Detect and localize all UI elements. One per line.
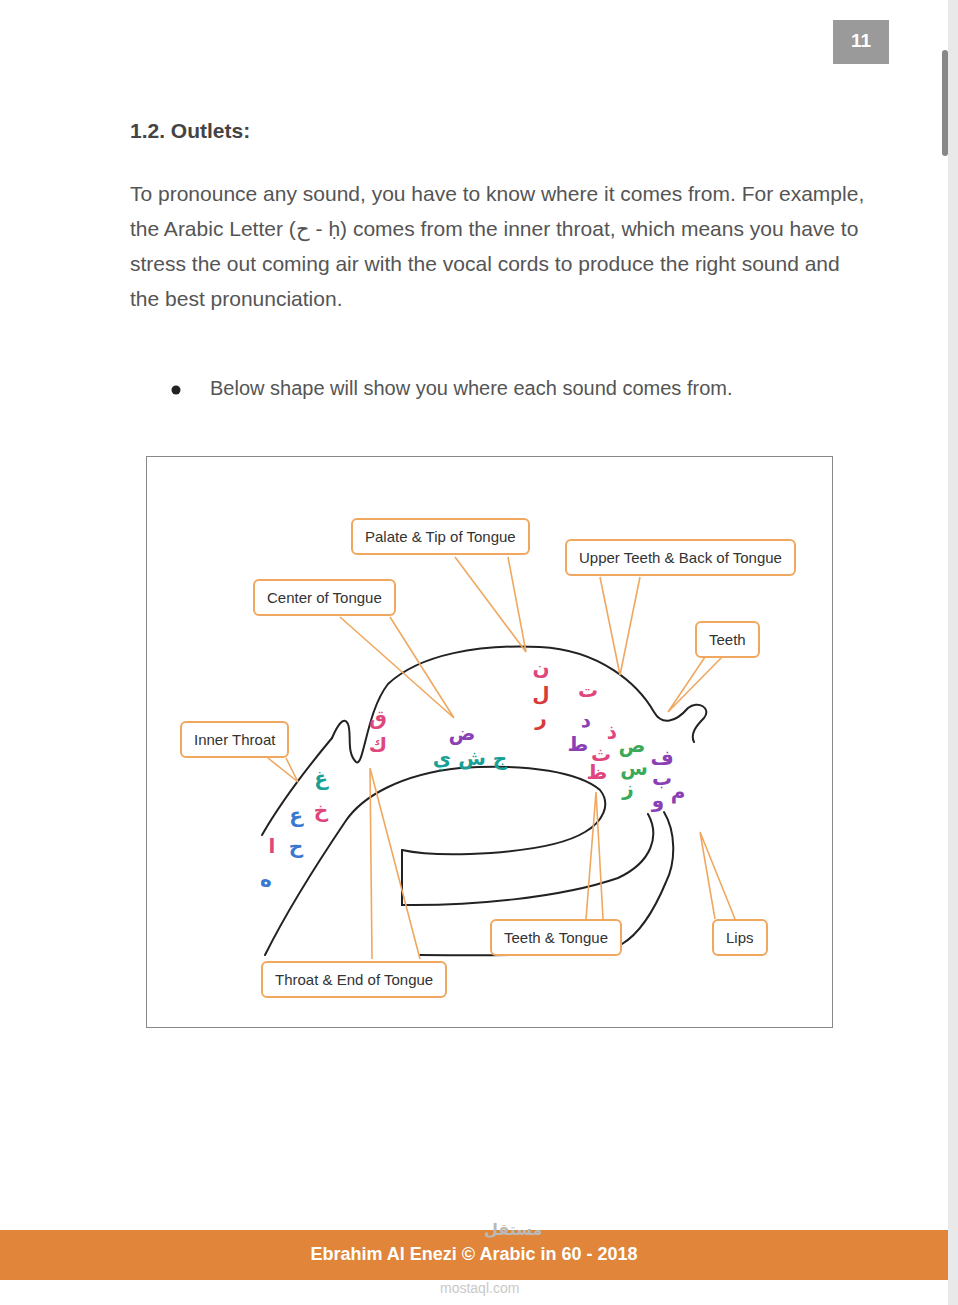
arabic-letter: ظ xyxy=(587,762,608,782)
footer-band: Ebrahim Al Enezi © Arabic in 60 - 2018 xyxy=(0,1230,948,1280)
callout-text: Teeth xyxy=(709,631,746,648)
arabic-letter: ق xyxy=(369,708,387,728)
callout-box: Throat & End of Tongue xyxy=(261,961,447,998)
arabic-letter: ع xyxy=(289,805,303,825)
callout-text: Lips xyxy=(726,929,754,946)
callout-text: Center of Tongue xyxy=(267,589,382,606)
callout-box: Palate & Tip of Tongue xyxy=(351,518,530,555)
arabic-letter: ل xyxy=(532,684,549,704)
arabic-letter: س xyxy=(620,758,648,778)
callout-text: Inner Throat xyxy=(194,731,275,748)
arabic-letter: ث xyxy=(591,744,611,764)
arabic-letter: غ xyxy=(314,768,328,788)
callout-text: Teeth & Tongue xyxy=(504,929,608,946)
arabic-letter: خ xyxy=(314,800,328,820)
callout-box: Teeth & Tongue xyxy=(490,919,622,956)
arabic-letter: ج ش ي xyxy=(433,748,507,768)
leader-lines xyxy=(268,557,735,959)
arabic-letter: ز xyxy=(622,778,634,798)
arabic-letter: م xyxy=(671,782,686,802)
page-number: 11 xyxy=(851,30,871,51)
callout-box: Upper Teeth & Back of Tongue xyxy=(565,539,796,576)
bullet-dot xyxy=(172,386,181,395)
watermark: mostaql.com xyxy=(440,1280,519,1296)
diagram-frame xyxy=(147,457,833,1028)
callout-box: Inner Throat xyxy=(180,721,289,758)
watermark: مستقل xyxy=(484,1220,543,1239)
arabic-letter: ه xyxy=(260,870,272,890)
scrollbar xyxy=(942,50,948,156)
page-number-box: 11 xyxy=(833,20,889,64)
arabic-letter: د xyxy=(581,710,591,730)
arabic-letter: ح xyxy=(289,836,303,856)
callout-box: Lips xyxy=(712,919,768,956)
footer-text: Ebrahim Al Enezi © Arabic in 60 - 2018 xyxy=(310,1244,637,1264)
callout-text: Throat & End of Tongue xyxy=(275,971,433,988)
arabic-letter: ط xyxy=(568,734,589,754)
callout-box: Teeth xyxy=(695,621,760,658)
arabic-letter: ر xyxy=(535,708,547,728)
arabic-letter: ت xyxy=(578,680,598,700)
arabic-letter: ص xyxy=(619,735,646,755)
arabic-letter: ك xyxy=(369,735,387,755)
callout-text: Palate & Tip of Tongue xyxy=(365,528,516,545)
arabic-letter: ض xyxy=(449,723,476,743)
bullet-text: Below shape will show you where each sou… xyxy=(210,377,732,400)
mouth-outline xyxy=(262,646,706,955)
arabic-letter: و xyxy=(652,790,664,810)
body-paragraph: To pronounce any sound, you have to know… xyxy=(130,176,870,316)
arabic-letter: ب xyxy=(652,768,672,788)
section-heading: 1.2. Outlets: xyxy=(130,119,250,143)
arabic-letter: ا xyxy=(269,836,276,856)
arabic-letter: ن xyxy=(532,658,549,678)
callout-box: Center of Tongue xyxy=(253,579,396,616)
arabic-letter: ذ xyxy=(607,721,617,741)
arabic-letter: ف xyxy=(650,748,673,768)
callout-text: Upper Teeth & Back of Tongue xyxy=(579,549,782,566)
